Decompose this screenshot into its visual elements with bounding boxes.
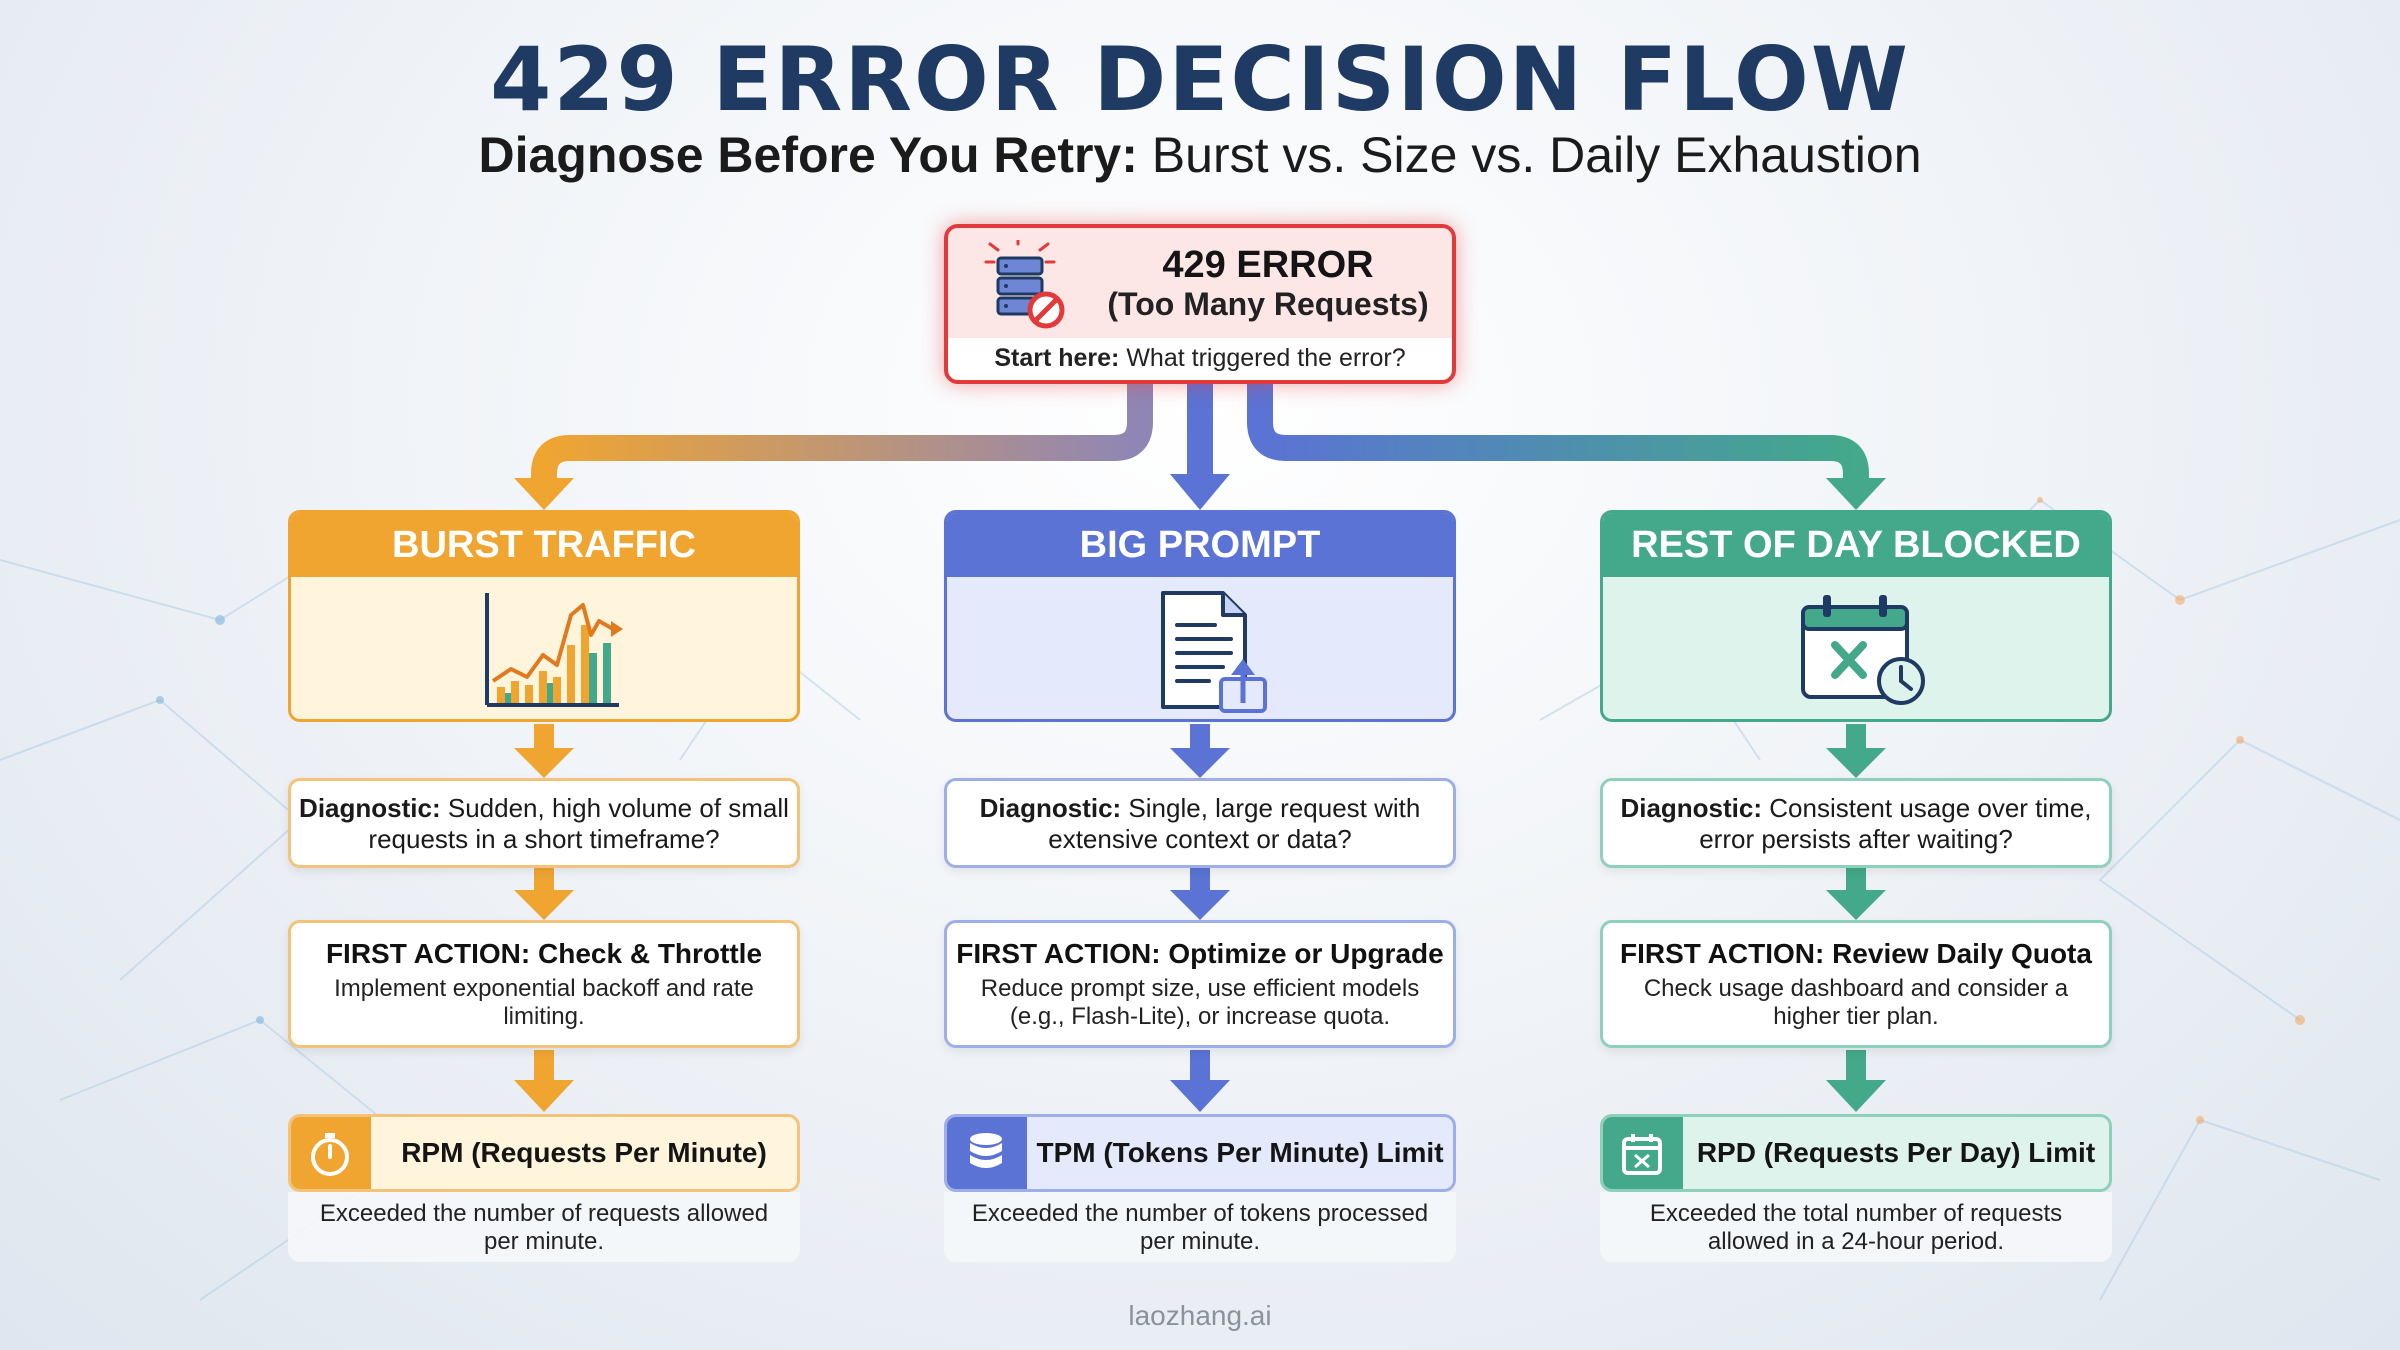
page-title: 429 ERROR DECISION FLOW (490, 28, 1910, 131)
bar-chart-spike-icon (485, 593, 623, 707)
rpm-limit-label: RPM (Requests Per Minute) Limit (401, 1137, 767, 1168)
rpd-limit-icon-box (1603, 1117, 1683, 1189)
stopwatch-icon (311, 1133, 349, 1176)
prompt-action-text: Reduce prompt size, use efficient models… (980, 975, 1420, 1030)
prompt-diagnostic: Diagnostic: Single, large request with e… (944, 778, 1456, 868)
arrow-to-daily (1826, 478, 1886, 510)
burst-diagnostic-label: Diagnostic: (299, 793, 441, 823)
start-prompt-rest: What triggered the error? (1119, 344, 1406, 372)
tpm-limit-description: Exceeded the number of tokens processed … (944, 1192, 1456, 1262)
big-prompt-card: BIG PROMPT (944, 510, 1456, 722)
start-node: 429 ERROR (Too Many Requests) Start here… (944, 224, 1456, 384)
daily-arrows (1826, 724, 1886, 1112)
rpm-limit-description: Exceeded the number of requests allowed … (288, 1192, 800, 1262)
prompt-first-action: FIRST ACTION: Optimize or Upgrade Reduce… (944, 920, 1456, 1048)
footer-brand: laozhang.ai (1128, 1300, 1272, 1331)
burst-first-action: FIRST ACTION: Check & Throttle Implement… (288, 920, 800, 1048)
start-prompt-bold: Start here: (994, 344, 1120, 372)
tpm-limit-icon-box (947, 1117, 1027, 1189)
start-title: 429 ERROR (1162, 244, 1374, 286)
burst-diagnostic: Diagnostic: Sudden, high volume of small… (288, 778, 800, 868)
arrow-to-prompt (1170, 474, 1230, 510)
tpm-limit-card: TPM (Tokens Per Minute) Limit (944, 1114, 1456, 1192)
daily-action-title: FIRST ACTION: Review Daily Quota (1620, 938, 2092, 969)
rpd-limit-card: RPD (Requests Per Day) Limit (1600, 1114, 2112, 1192)
prompt-diagnostic-label: Diagnostic: (979, 793, 1122, 823)
daily-diagnostic-label: Diagnostic: (1620, 793, 1763, 823)
database-stack-icon (970, 1133, 1002, 1168)
calendar-x-icon (1622, 1134, 1662, 1175)
connector-to-burst (531, 384, 1153, 487)
daily-first-action: FIRST ACTION: Review Daily Quota Check u… (1600, 920, 2112, 1048)
burst-action-text: Implement exponential backoff and rate l… (334, 975, 754, 1030)
burst-diagnostic-text: Sudden, high volume of small requests in… (368, 793, 789, 854)
burst-traffic-card: BURST TRAFFIC (288, 510, 800, 722)
calendar-clock-icon (1801, 595, 1925, 705)
rpm-limit-card: RPM (Requests Per Minute) Limit (288, 1114, 800, 1192)
rest-of-day-header: REST OF DAY BLOCKED (1603, 513, 2109, 577)
connector-to-prompt (1187, 384, 1213, 476)
page-subtitle: Diagnose Before You Retry: Burst vs. Siz… (0, 126, 2400, 184)
rest-of-day-card: REST OF DAY BLOCKED (1600, 510, 2112, 722)
arrow-to-burst (514, 478, 574, 510)
burst-arrows (514, 724, 574, 1112)
rpm-limit-icon-box (291, 1117, 371, 1189)
burst-traffic-header: BURST TRAFFIC (291, 513, 797, 577)
subtitle-rest: Burst vs. Size vs. Daily Exhaustion (1137, 127, 1922, 183)
rpd-limit-description: Exceeded the total number of requests al… (1600, 1192, 2112, 1262)
prompt-arrows (1170, 724, 1230, 1112)
daily-action-text: Check usage dashboard and consider a hig… (1643, 975, 2069, 1030)
start-subtitle: (Too Many Requests) (1107, 286, 1429, 322)
start-node-header: 429 ERROR (Too Many Requests) (948, 228, 1452, 338)
connector-to-daily (1247, 384, 1869, 487)
rpd-limit-label: RPD (Requests Per Day) Limit (1696, 1137, 2096, 1168)
subtitle-bold: Diagnose Before You Retry: (478, 127, 1138, 183)
prompt-diagnostic-text: Single, large request with extensive con… (1048, 793, 1421, 854)
daily-diagnostic-text: Consistent usage over time, error persis… (1699, 793, 2092, 854)
daily-diagnostic: Diagnostic: Consistent usage over time, … (1600, 778, 2112, 868)
prompt-action-title: FIRST ACTION: Optimize or Upgrade (956, 938, 1444, 969)
document-upload-icon (1161, 591, 1267, 713)
start-prompt: Start here: What triggered the error? (948, 344, 1452, 373)
tpm-limit-label: TPM (Tokens Per Minute) Limit (1036, 1137, 1444, 1168)
big-prompt-header: BIG PROMPT (947, 513, 1453, 577)
burst-action-title: FIRST ACTION: Check & Throttle (325, 938, 763, 969)
server-blocked-icon (984, 240, 1065, 329)
